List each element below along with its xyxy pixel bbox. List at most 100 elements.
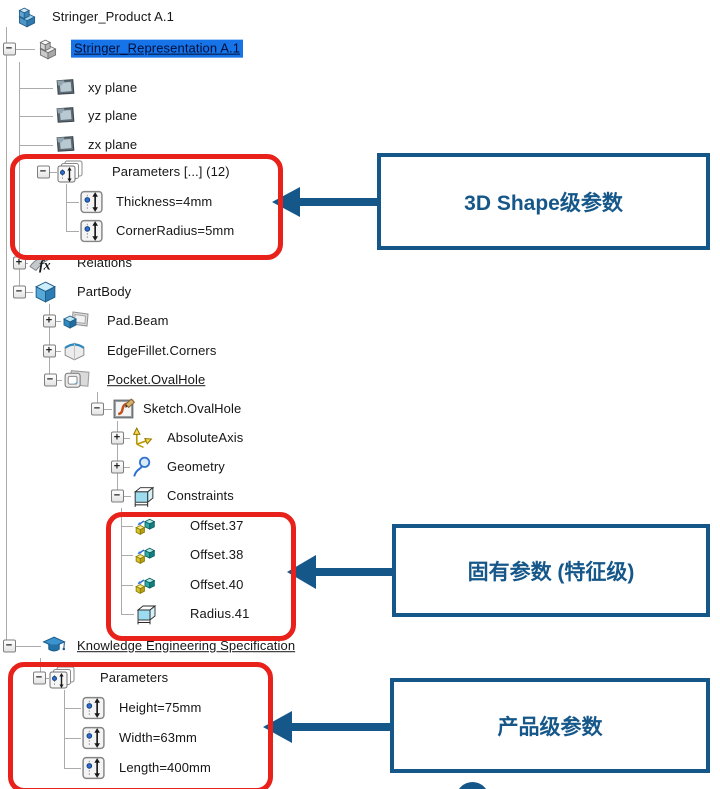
expand-icon[interactable]: + (12, 256, 26, 270)
tree-connector (64, 738, 81, 739)
edgefillet-icon[interactable] (61, 339, 88, 364)
tree-node-label[interactable]: AbsoluteAxis (167, 430, 244, 446)
tree-connector (6, 646, 41, 647)
tree-node-label[interactable]: zx plane (88, 137, 138, 153)
tree-node-label[interactable]: EdgeFillet.Corners (107, 343, 217, 359)
tree-node-label[interactable]: Relations (77, 255, 133, 271)
collapse-icon[interactable]: − (110, 489, 124, 503)
tree-connector (64, 690, 65, 768)
tree-node-label[interactable]: Pocket.OvalHole (107, 372, 206, 388)
collapse-icon[interactable]: − (90, 402, 104, 416)
svg-text:fx: fx (39, 259, 51, 274)
tree-node-parameters-12: − Parameters [...] (12) (0, 159, 720, 185)
plane-icon[interactable] (53, 104, 78, 129)
collapse-icon[interactable]: − (36, 165, 50, 179)
arrow-shaft (298, 198, 378, 206)
tree-node-label[interactable]: Constraints (167, 488, 234, 504)
expand-icon[interactable]: + (110, 431, 124, 445)
tree-node-pad-beam: + Pad.Beam (0, 308, 720, 334)
arrow-left-icon (272, 187, 300, 217)
tree-node-offset-38: Offset.38 (0, 542, 720, 568)
radius-constraint-icon[interactable] (134, 602, 158, 626)
parameter-icon[interactable] (81, 726, 106, 751)
offset-constraint-icon[interactable] (133, 573, 158, 598)
tree-node-label[interactable]: Sketch.OvalHole (143, 401, 242, 417)
parameter-icon[interactable] (79, 190, 104, 215)
tree-connector (97, 409, 112, 410)
tree-node-label[interactable]: CornerRadius=5mm (116, 223, 235, 239)
tree-connector (97, 392, 98, 409)
collapse-icon[interactable]: − (2, 42, 16, 56)
collapse-icon[interactable]: − (32, 671, 46, 685)
tree-node-label[interactable]: xy plane (88, 80, 138, 96)
tree-node-label[interactable]: yz plane (88, 108, 138, 124)
pad-icon[interactable] (61, 309, 91, 334)
relations-icon[interactable]: fx (28, 251, 58, 276)
tree-node-label[interactable]: Parameters (100, 670, 169, 686)
geometry-icon[interactable] (130, 455, 155, 480)
tree-node-label[interactable]: Stringer_Representation A.1 (71, 39, 244, 58)
tree-node-label[interactable]: Parameters [...] (12) (112, 164, 230, 180)
plane-icon[interactable] (53, 76, 78, 101)
tree-connector (64, 768, 81, 769)
tree-node-label[interactable]: Width=63mm (119, 730, 197, 746)
collapse-icon[interactable]: − (2, 639, 16, 653)
tree-node-relations: + fx Relations (0, 250, 720, 276)
pocket-icon[interactable] (62, 368, 91, 393)
collapse-icon[interactable]: − (12, 285, 26, 299)
tree-node-label[interactable]: Offset.37 (190, 518, 244, 534)
parameters-set-icon[interactable] (49, 666, 79, 691)
arrow-shaft (314, 568, 393, 576)
tree-connector (121, 585, 133, 586)
collapse-icon[interactable]: − (43, 373, 57, 387)
tree-node-label[interactable]: Length=400mm (119, 760, 211, 776)
partbody-icon[interactable] (33, 280, 58, 305)
offset-constraint-icon[interactable] (133, 543, 158, 568)
tree-node-label[interactable]: Pad.Beam (107, 313, 169, 329)
expand-icon[interactable]: + (42, 314, 56, 328)
tree-node-length-400mm: Length=400mm (0, 755, 720, 781)
expand-icon[interactable]: + (42, 344, 56, 358)
parameter-icon[interactable] (81, 756, 106, 781)
constraints-icon[interactable] (131, 484, 156, 509)
tree-node-label[interactable]: Offset.40 (190, 577, 244, 593)
tree-node-label[interactable]: Knowledge Engineering Specification (77, 638, 296, 654)
annotation-label-feature-level: 固有参数 (特征级) (467, 560, 635, 584)
tree-node-sketch-ovalhole: − Sketch.OvalHole (0, 396, 720, 422)
tree-node-constraints: − Constraints (0, 483, 720, 509)
knowledge-icon[interactable] (41, 634, 67, 659)
tree-node-knowledge-engineering-specification: − Knowledge Engineering Specification (0, 633, 720, 659)
tree-connector (49, 304, 50, 380)
tree-node-label[interactable]: PartBody (77, 284, 132, 300)
tree-node-stringer-product-a-1: Stringer_Product A.1 (0, 4, 720, 30)
tree-connector (66, 184, 67, 231)
expand-icon[interactable]: + (110, 460, 124, 474)
annotation-box-product-level: 产品级参数 (390, 678, 710, 773)
offset-constraint-icon[interactable] (133, 514, 158, 539)
tree-node-radius-41: Radius.41 (0, 601, 720, 627)
tree-node-label[interactable]: Thickness=4mm (116, 194, 213, 210)
tree-connector (19, 145, 53, 146)
tree-node-label[interactable]: Radius.41 (190, 606, 250, 622)
representation-icon[interactable] (35, 36, 61, 62)
parameters-set-icon[interactable] (57, 160, 87, 185)
tree-node-label[interactable]: Stringer_Product A.1 (52, 9, 174, 25)
cutoff-bullet (456, 782, 489, 789)
arrow-left-icon (287, 555, 316, 589)
annotation-label-product-level: 产品级参数 (497, 715, 603, 739)
tree-node-label[interactable]: Offset.38 (190, 547, 244, 563)
tree-node-label[interactable]: Geometry (167, 459, 225, 475)
tree-node-cornerradius-5mm: CornerRadius=5mm (0, 218, 720, 244)
plane-icon[interactable] (53, 133, 78, 158)
tree-node-xy-plane: xy plane (0, 75, 720, 101)
absolute-axis-icon[interactable] (130, 426, 155, 451)
parameter-icon[interactable] (81, 696, 106, 721)
parameter-icon[interactable] (79, 219, 104, 244)
sketch-icon[interactable] (112, 397, 137, 422)
tree-node-label[interactable]: Height=75mm (119, 700, 202, 716)
arrow-shaft (290, 723, 391, 731)
product-icon[interactable] (14, 4, 40, 30)
annotation-box-shape-level: 3D Shape级参数 (377, 153, 710, 250)
tree-connector (121, 555, 133, 556)
